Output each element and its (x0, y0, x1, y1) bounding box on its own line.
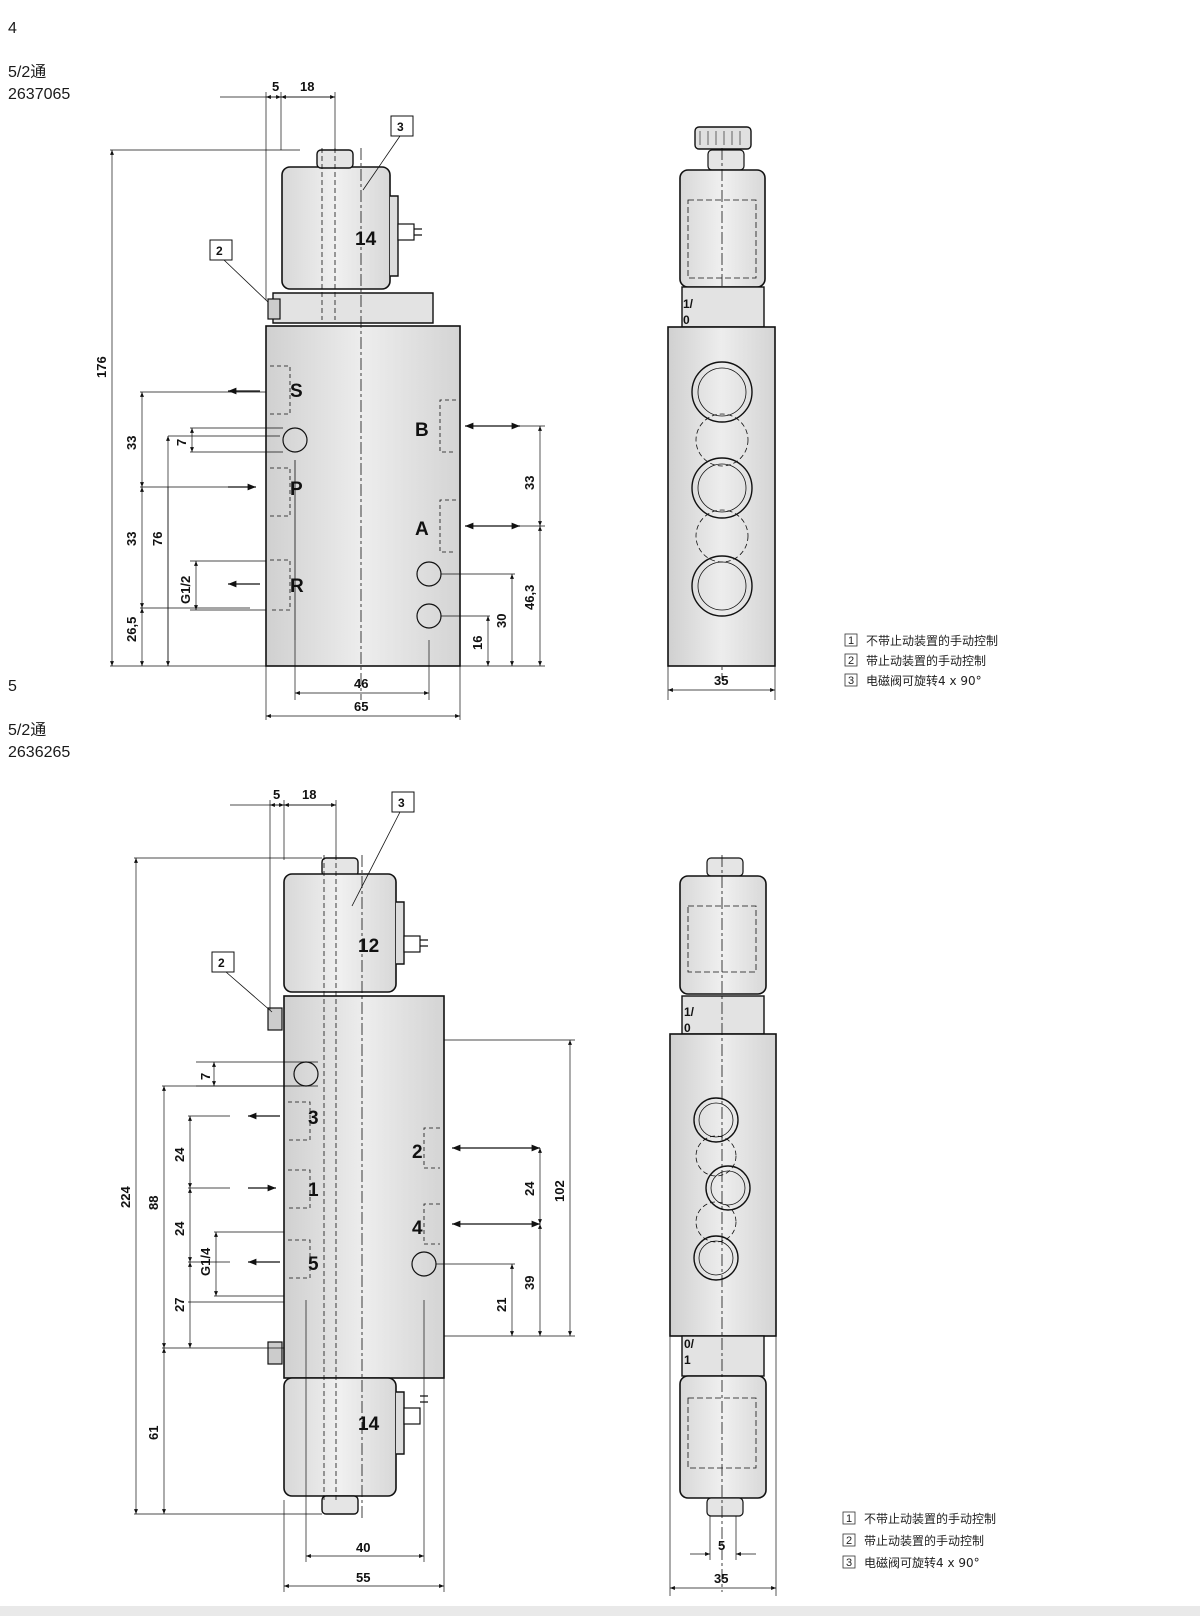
dim-label: 7 (174, 439, 189, 446)
dim-label: 21 (494, 1298, 509, 1312)
section-4-part: 2637065 (8, 86, 71, 103)
valve-body (265, 325, 461, 667)
legend-text: 带止动装置的手动控制 (864, 1533, 984, 1548)
dim-label: 61 (146, 1426, 161, 1440)
dim-label: 46,3 (522, 585, 537, 610)
section-5-type: 5/2通 (8, 722, 47, 739)
dim-label: 46 (354, 676, 368, 691)
port-label: 2 (412, 1142, 423, 1163)
dim-label: 76 (150, 532, 165, 546)
port-label: 4 (412, 1218, 423, 1239)
dim-label: 65 (354, 699, 368, 714)
port-label: 1 (308, 1180, 319, 1201)
callout-3: 3 (398, 796, 405, 810)
dim-label: G1/4 (198, 1247, 213, 1276)
solenoid-label: 14 (355, 229, 377, 250)
legend-text: 带止动装置的手动控制 (866, 653, 986, 668)
switch-label: 1/ (683, 297, 694, 311)
dim-label: 35 (714, 1571, 728, 1586)
legend-text: 电磁阀可旋转4 x 90° (864, 1555, 980, 1570)
legend-text: 电磁阀可旋转4 x 90° (866, 673, 982, 688)
dim-label: 35 (714, 673, 728, 688)
section-4-number: 4 (8, 20, 17, 37)
dim-label: 27 (172, 1298, 187, 1312)
callout-2: 2 (216, 244, 223, 258)
port-label: S (290, 381, 303, 402)
switch-label: 1/ (684, 1005, 695, 1019)
switch-label: 0/ (684, 1337, 695, 1351)
port-label: 3 (308, 1108, 319, 1129)
dim-label: 5 (273, 787, 280, 802)
port-label: B (415, 420, 429, 441)
switch-label: 0 (683, 313, 690, 327)
section-5-part: 2636265 (8, 744, 71, 761)
dim-label: 26,5 (124, 617, 139, 642)
dim-label: 16 (470, 636, 485, 650)
dim-label: 102 (552, 1180, 567, 1202)
section-4-type: 5/2通 (8, 64, 47, 81)
drawing-5-side (669, 855, 777, 1596)
port-label: 5 (308, 1254, 319, 1275)
legend-text: 不带止动装置的手动控制 (866, 633, 998, 648)
legend-number: 3 (848, 675, 854, 687)
dim-label: 40 (356, 1540, 370, 1555)
dim-label: 33 (124, 532, 139, 546)
legend-number: 3 (846, 1557, 852, 1569)
solenoid-label: 12 (358, 936, 379, 957)
dim-label: 24 (172, 1221, 187, 1236)
dim-label: 18 (302, 787, 316, 802)
port-label: A (415, 519, 429, 540)
callout-3: 3 (397, 120, 404, 134)
drawing-5-labels: 5 18 3 2 12 14 3 1 5 2 4 224 7 88 24 24 … (118, 787, 567, 1585)
dim-label: 24 (172, 1147, 187, 1162)
legend-number: 2 (846, 1535, 852, 1547)
dim-label: 24 (522, 1181, 537, 1196)
legend-text: 不带止动装置的手动控制 (864, 1511, 996, 1526)
dim-label: 224 (118, 1186, 133, 1208)
dim-label: 7 (198, 1073, 213, 1080)
drawing-5-front (134, 791, 575, 1592)
legend-5: 1 2 3 不带止动装置的手动控制 带止动装置的手动控制 电磁阀可旋转4 x 9… (842, 1511, 996, 1570)
switch-label: 0 (684, 1021, 691, 1035)
port-label: R (290, 576, 304, 597)
dim-label: 5 (718, 1538, 725, 1553)
dim-label: 39 (522, 1276, 537, 1290)
callout-2: 2 (218, 956, 225, 970)
dim-label: 18 (300, 79, 314, 94)
drawing-4-labels: 5 18 3 2 14 S P R B A 176 33 7 33 76 G1/… (94, 79, 537, 714)
section-5-number: 5 (8, 678, 17, 695)
legend-number: 2 (848, 655, 854, 667)
dim-label: 176 (94, 356, 109, 378)
dim-label: 33 (124, 436, 139, 450)
legend-4: 1 2 3 不带止动装置的手动控制 带止动装置的手动控制 电磁阀可旋转4 x 9… (844, 633, 998, 688)
solenoid-coil (281, 166, 391, 290)
dim-label: 55 (356, 1570, 370, 1585)
switch-label: 1 (684, 1353, 691, 1367)
dim-label: 30 (494, 614, 509, 628)
dim-label: 5 (272, 79, 279, 94)
dim-label: G1/2 (178, 576, 193, 604)
legend-number: 1 (848, 635, 854, 647)
drawing-4-side (667, 126, 776, 700)
drawing-4-front (110, 92, 545, 720)
legend-number: 1 (846, 1513, 852, 1525)
dim-label: 33 (522, 476, 537, 490)
dim-label: 88 (146, 1196, 161, 1210)
bottom-bar (0, 1606, 1200, 1616)
solenoid-label: 14 (358, 1414, 380, 1435)
port-label: P (290, 479, 303, 500)
